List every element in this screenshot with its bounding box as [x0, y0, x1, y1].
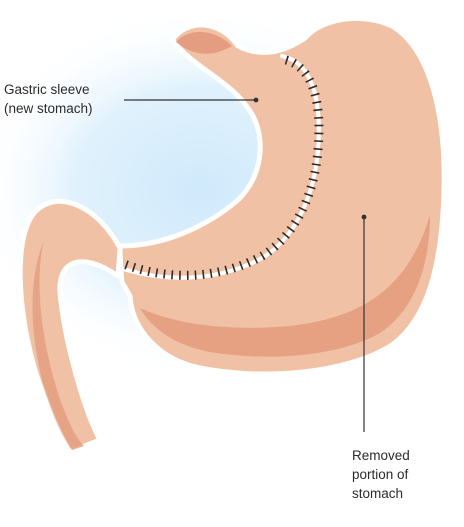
removed-portion-label: Removed portion of stomach — [352, 446, 410, 503]
staple-line — [122, 55, 324, 280]
gastric-sleeve-label: Gastric sleeve (new stomach) — [4, 80, 93, 118]
removed-portion-label-line3: stomach — [352, 486, 404, 501]
stomach-body — [117, 15, 447, 377]
sleeve-boundary-line — [118, 54, 321, 280]
sleeve-anchor-dot — [253, 97, 259, 103]
gastric-sleeve-label-line2: (new stomach) — [4, 101, 93, 116]
greater-curvature-shade — [140, 215, 430, 357]
removed-portion-label-line1: Removed — [352, 448, 410, 463]
esophagus-shade — [176, 31, 232, 54]
duodenum-shade — [32, 240, 84, 450]
removed-anchor-dot — [361, 214, 367, 220]
removed-portion-label-line2: portion of — [352, 467, 409, 482]
gastric-sleeve-label-line1: Gastric sleeve — [4, 82, 90, 97]
